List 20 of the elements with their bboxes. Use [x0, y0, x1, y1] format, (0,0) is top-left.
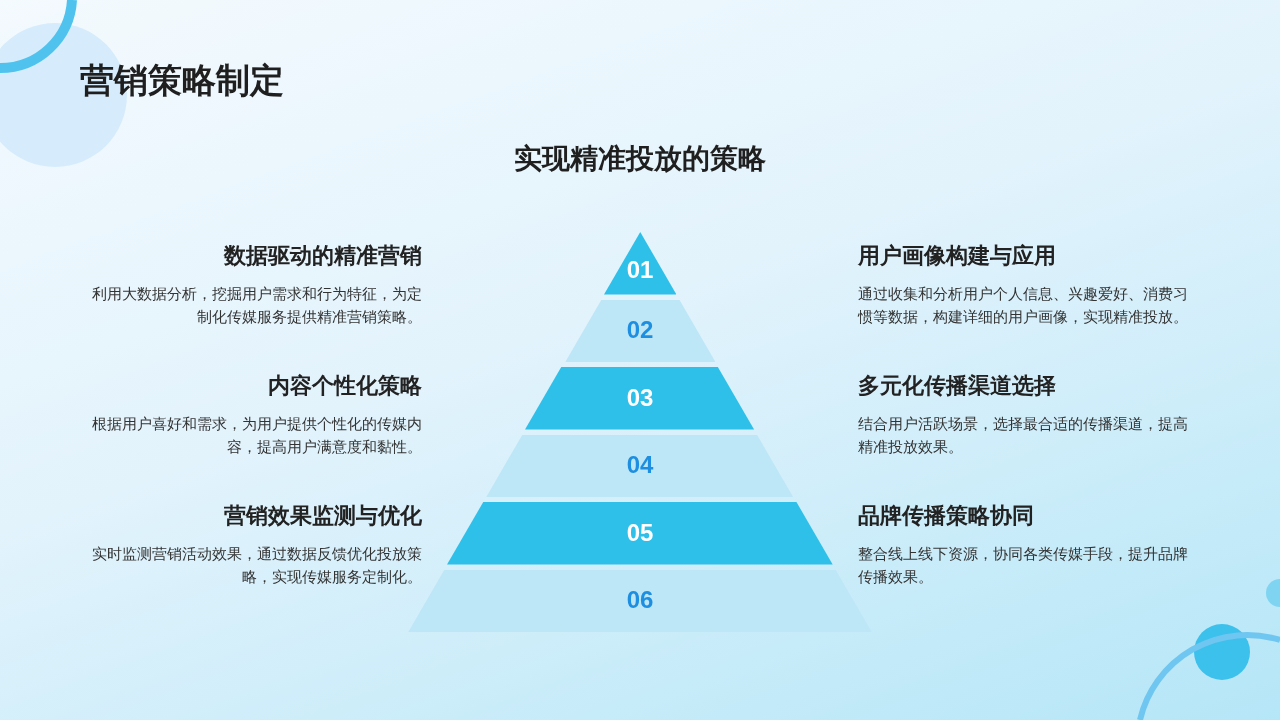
- item-heading: 品牌传播策略协同: [858, 502, 1035, 530]
- item-heading: 营销效果监测与优化: [223, 502, 422, 530]
- item-heading: 多元化传播渠道选择: [858, 372, 1057, 400]
- slide-title: 营销策略制定: [80, 59, 284, 102]
- item-description: 利用大数据分析，挖掘用户需求和行为特征，为定制化传媒服务提供精准营销策略。: [91, 285, 422, 327]
- item-description: 实时监测营销活动效果，通过数据反馈优化投放策略，实现传媒服务定制化。: [91, 545, 422, 587]
- item-heading: 内容个性化策略: [267, 372, 422, 400]
- tier-number: 02: [625, 316, 655, 345]
- diagram-heading: 实现精准投放的策略: [513, 141, 767, 177]
- tier-number: 01: [625, 255, 655, 284]
- item-description: 整合线上线下资源，协同各类传媒手段，提升品牌传播效果。: [858, 545, 1189, 587]
- item-description: 结合用户活跃场景，选择最合适的传播渠道，提高精准投放效果。: [858, 415, 1189, 457]
- item-heading: 数据驱动的精准营销: [222, 242, 422, 270]
- item-heading: 用户画像构建与应用: [858, 242, 1057, 270]
- tier-number: 06: [625, 586, 655, 615]
- tier-number: 03: [625, 383, 655, 412]
- tier-number: 04: [625, 451, 655, 480]
- item-description: 通过收集和分析用户个人信息、兴趣爱好、消费习惯等数据，构建详细的用户画像，实现精准投放。: [858, 285, 1189, 327]
- item-description: 根据用户喜好和需求，为用户提供个性化的传媒内容，提高用户满意度和黏性。: [91, 415, 422, 457]
- tier-number: 05: [625, 518, 655, 547]
